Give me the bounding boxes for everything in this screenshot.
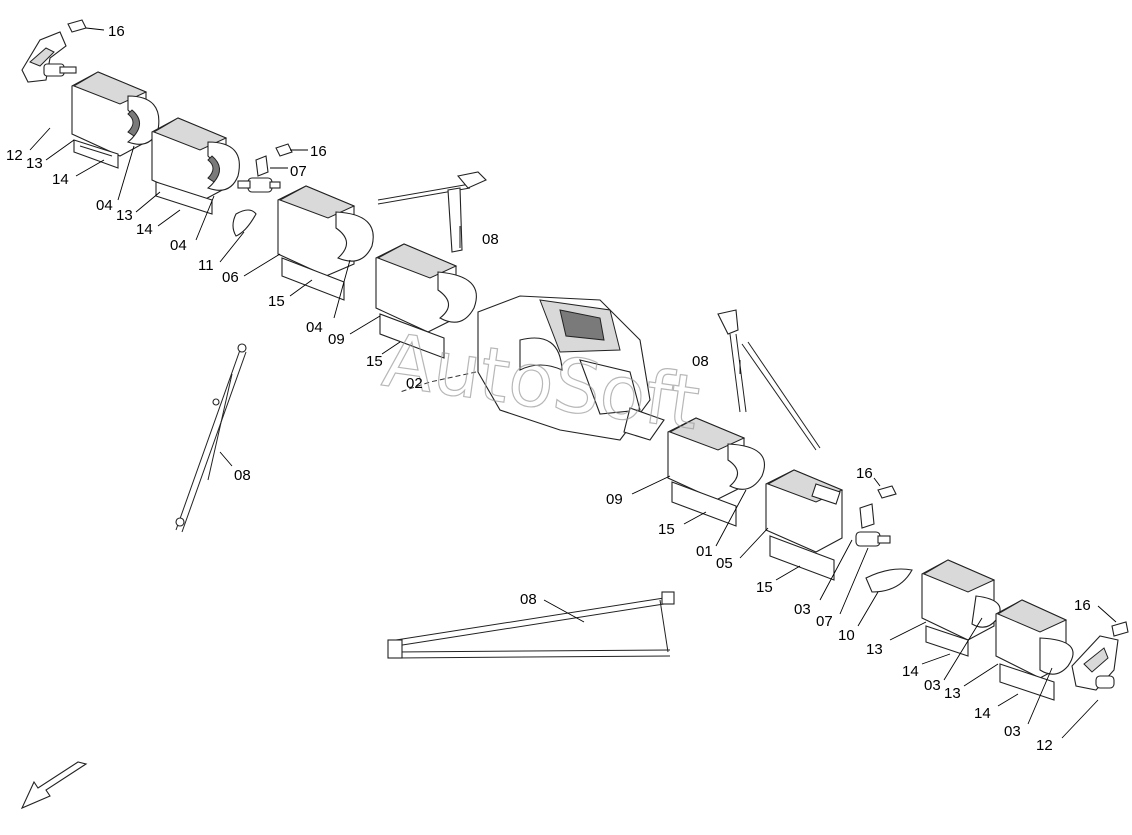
central-gearbox (399, 295, 665, 441)
label-08: 08 (520, 591, 537, 608)
plate-16-left (67, 19, 87, 33)
direction-arrow-icon (20, 761, 88, 810)
label-03: 03 (924, 677, 941, 694)
label-12: 12 (1036, 737, 1053, 754)
label-08: 08 (234, 467, 251, 484)
label-08: 08 (482, 231, 499, 248)
label-14: 14 (136, 221, 153, 238)
label-15: 15 (756, 579, 773, 596)
leader-lines (29, 27, 1117, 739)
label-15: 15 (366, 353, 383, 370)
strut-08-upper (377, 171, 487, 253)
label-09: 09 (328, 331, 345, 348)
label-15: 15 (658, 521, 675, 538)
flap-14-c (925, 625, 969, 657)
label-05: 05 (716, 555, 733, 572)
label-12: 12 (6, 147, 23, 164)
strut-08-bottom (387, 591, 675, 659)
flap-15-c (671, 481, 737, 527)
label-04: 04 (306, 319, 323, 336)
label-07: 07 (816, 613, 833, 630)
label-09: 09 (606, 491, 623, 508)
label-13: 13 (944, 685, 961, 702)
flap-15-b (379, 313, 445, 359)
label-08: 08 (692, 353, 709, 370)
coupling-07-left (232, 143, 293, 237)
auger-housing-4 (995, 599, 1074, 701)
flap-14-d (999, 663, 1055, 701)
label-13: 13 (116, 207, 133, 224)
label-15: 15 (268, 293, 285, 310)
label-07: 07 (290, 163, 307, 180)
flap-15-d (769, 535, 835, 581)
label-10: 10 (838, 627, 855, 644)
label-04: 04 (170, 237, 187, 254)
label-14: 14 (974, 705, 991, 722)
auger-housing-06 (277, 185, 374, 301)
flap-14-b (155, 181, 213, 215)
label-06: 06 (222, 269, 239, 286)
label-13: 13 (26, 155, 43, 172)
label-16: 16 (108, 23, 125, 40)
shield-10 (865, 568, 913, 593)
end-bracket-left (21, 19, 87, 83)
label-14: 14 (52, 171, 69, 188)
label-16: 16 (856, 465, 873, 482)
label-14: 14 (902, 663, 919, 680)
flap-15-a (281, 257, 345, 301)
coupling-07-right (855, 485, 913, 593)
label-04: 04 (96, 197, 113, 214)
auger-housing-3 (921, 559, 1001, 657)
label-13: 13 (866, 641, 883, 658)
auger-housing-1 (71, 71, 160, 169)
auger-housing-2 (151, 117, 240, 215)
auger-housing-05 (765, 469, 844, 581)
label-16: 16 (310, 143, 327, 160)
label-11: 11 (198, 257, 214, 274)
shield-11 (232, 209, 257, 237)
flap-14-a (73, 139, 119, 169)
label-02: 02 (406, 375, 423, 392)
strut-08-right (717, 309, 821, 451)
end-bracket-right (1071, 621, 1129, 691)
strut-08-left (175, 343, 247, 533)
label-01: 01 (696, 543, 713, 560)
auger-housing-09-b (667, 417, 766, 527)
label-03: 03 (794, 601, 811, 618)
part-labels: 16 12 13 14 04 13 14 04 07 16 11 06 08 1… (6, 23, 1091, 754)
auger-housing-09-a (375, 243, 477, 359)
label-16: 16 (1074, 597, 1091, 614)
label-03: 03 (1004, 723, 1021, 740)
